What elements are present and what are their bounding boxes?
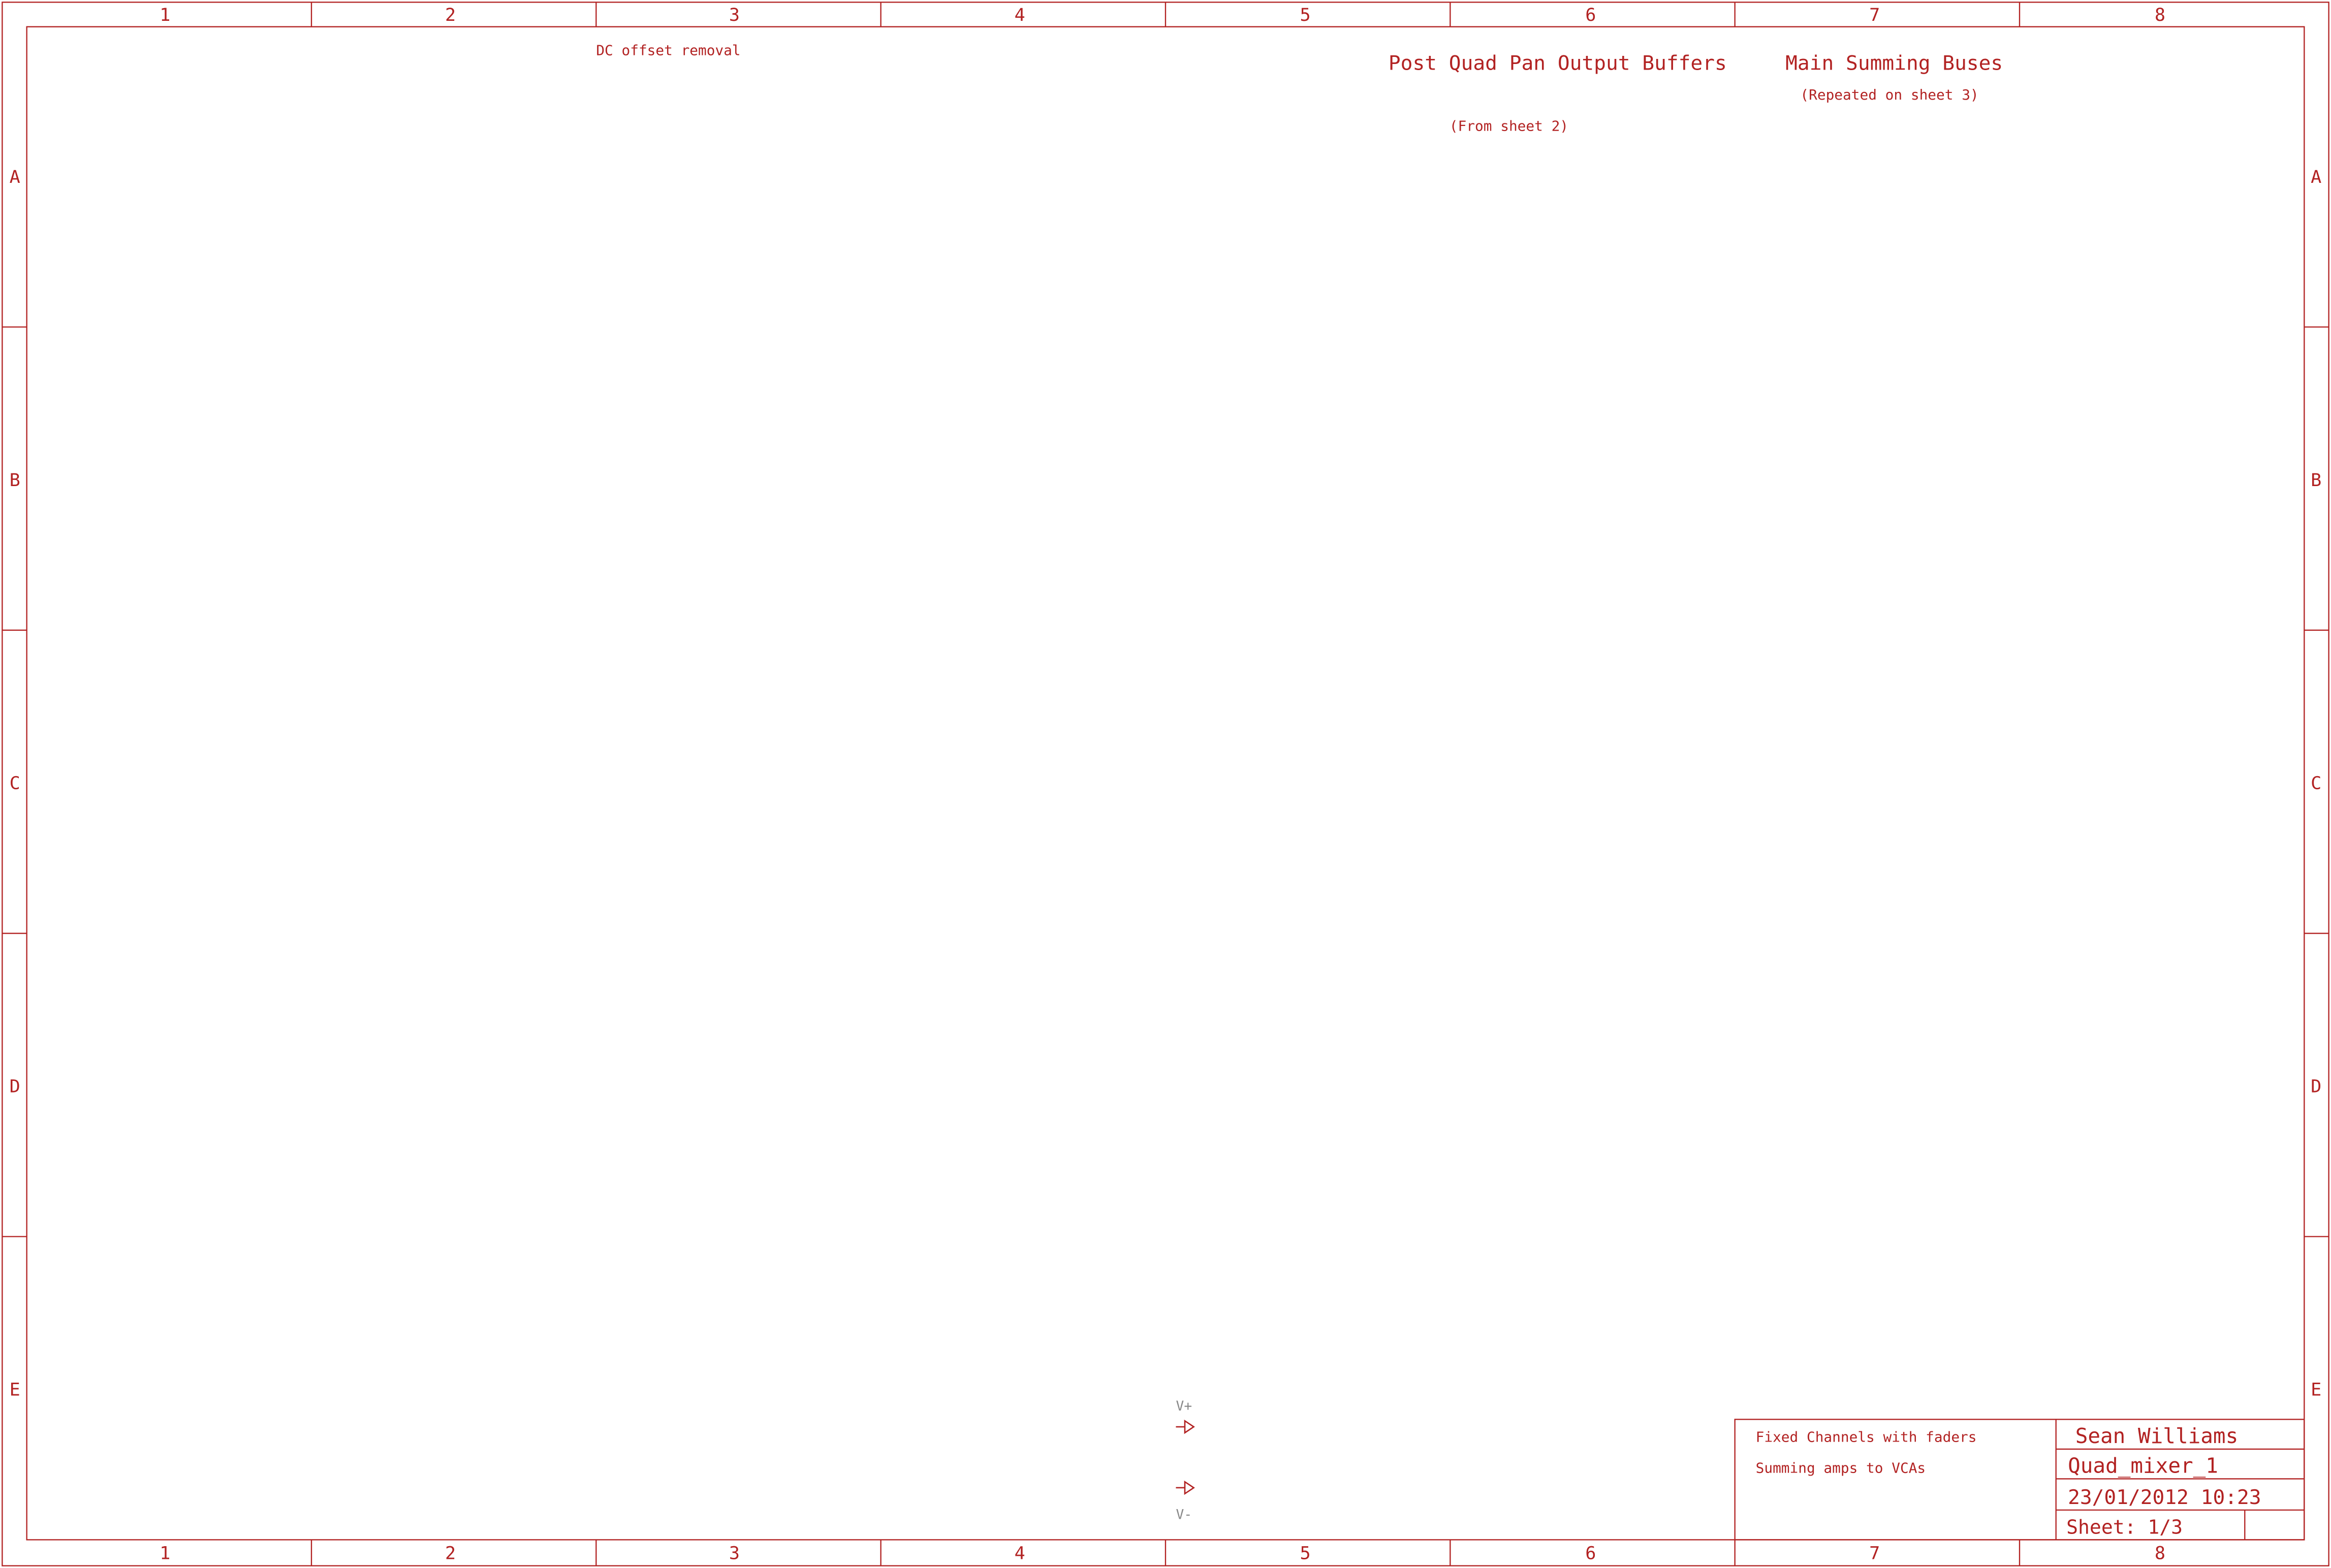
row-label: B xyxy=(10,470,20,491)
col-label: 3 xyxy=(729,5,740,25)
row-label: A xyxy=(10,167,20,187)
row-label: B xyxy=(2311,470,2321,491)
row-label: A xyxy=(2311,167,2321,187)
author-name: Sean Williams xyxy=(2075,1424,2239,1448)
col-label: 7 xyxy=(1869,5,1880,25)
frame-labels: 1 2 3 4 5 6 7 8 1 2 3 4 5 6 7 8 A B C D … xyxy=(10,5,2322,1563)
col-label: 4 xyxy=(1015,5,1025,25)
col-label: 3 xyxy=(729,1543,740,1563)
vminus-label: V- xyxy=(1176,1507,1192,1522)
col-label: 4 xyxy=(1015,1543,1025,1563)
vplus-arrow-icon xyxy=(1176,1419,1195,1434)
title-block xyxy=(1734,1419,2305,1541)
vminus-arrow-icon xyxy=(1176,1480,1195,1495)
project-name: Quad_mixer_1 xyxy=(2068,1454,2218,1478)
col-label: 2 xyxy=(445,5,456,25)
description-line1: Fixed Channels with faders xyxy=(1756,1428,1977,1445)
sheet-number: Sheet: 1/3 xyxy=(2066,1516,2183,1539)
row-label: C xyxy=(2311,773,2321,794)
vplus-label: V+ xyxy=(1176,1399,1192,1414)
title-block-text: Fixed Channels with faders Summing amps … xyxy=(1756,1424,2261,1538)
col-label: 6 xyxy=(1585,1543,1596,1563)
sheet-notes: DC offset removal Post Quad Pan Output B… xyxy=(596,42,2003,134)
col-label: 6 xyxy=(1585,5,1596,25)
col-label: 7 xyxy=(1869,1543,1880,1563)
date-time: 23/01/2012 10:23 xyxy=(2068,1486,2261,1509)
col-label: 1 xyxy=(160,5,170,25)
row-label: D xyxy=(2311,1076,2321,1097)
repeated-note: (Repeated on sheet 3) xyxy=(1800,86,1978,103)
row-label: C xyxy=(10,773,20,794)
main-summing-note: Main Summing Buses xyxy=(1785,52,2003,75)
col-label: 8 xyxy=(2155,1543,2165,1563)
row-label: E xyxy=(10,1380,20,1400)
description-line2: Summing amps to VCAs xyxy=(1756,1460,1926,1477)
col-label: 2 xyxy=(445,1543,456,1563)
col-label: 1 xyxy=(160,1543,170,1563)
col-label: 5 xyxy=(1300,1543,1310,1563)
row-label: E xyxy=(2311,1380,2321,1400)
post-quad-note: Post Quad Pan Output Buffers xyxy=(1389,52,1727,75)
col-label: 5 xyxy=(1300,5,1310,25)
col-label: 8 xyxy=(2155,5,2165,25)
from-sheet-note: (From sheet 2) xyxy=(1450,117,1568,134)
dc-offset-note: DC offset removal xyxy=(596,42,740,58)
row-label: D xyxy=(10,1076,20,1097)
power-symbols: V+ V- xyxy=(1176,1399,1195,1522)
